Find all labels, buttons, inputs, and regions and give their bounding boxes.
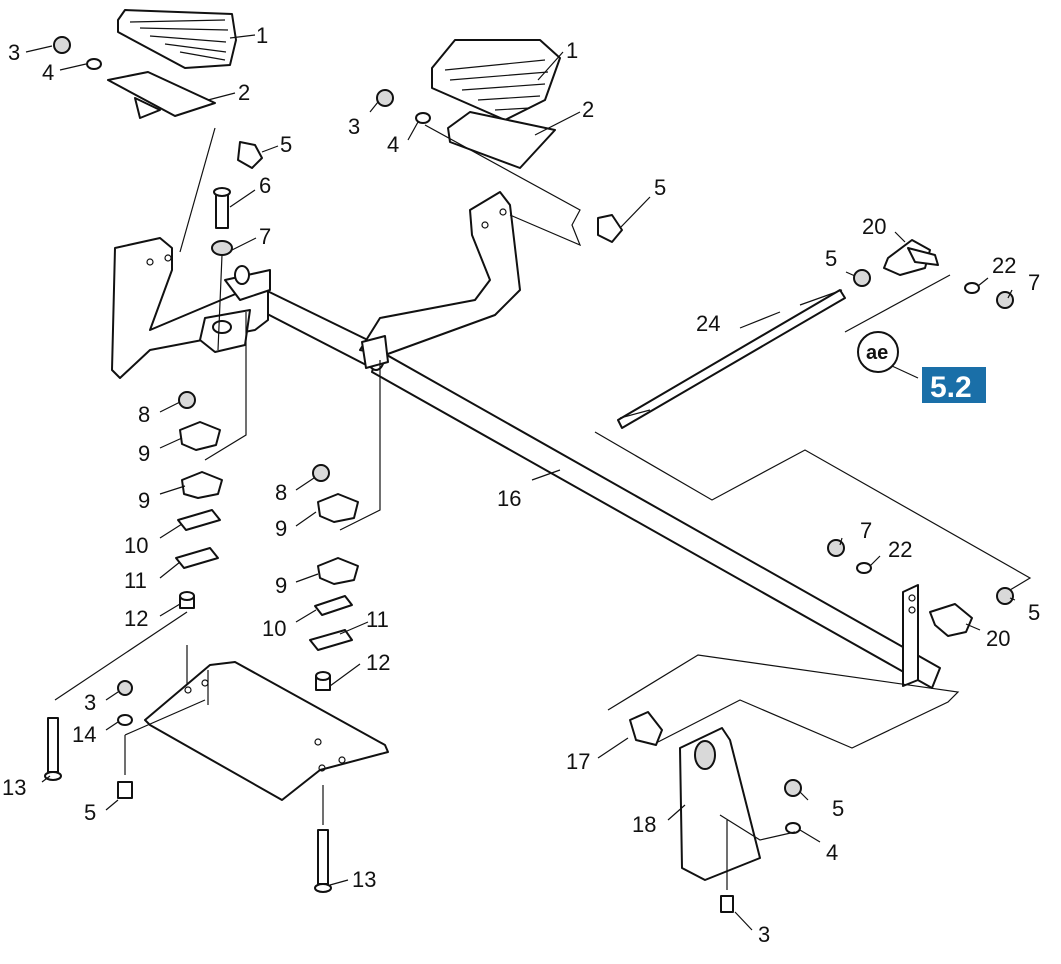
fasteners xyxy=(53,36,1014,605)
callout-label: 13 xyxy=(352,867,376,892)
callout-label: 20 xyxy=(986,626,1010,651)
callout-label: 5 xyxy=(654,175,666,200)
callout-label: 5 xyxy=(832,796,844,821)
reference-badge-label[interactable]: 5.2 xyxy=(930,371,972,404)
support-bracket xyxy=(629,711,802,913)
callout-label: 9 xyxy=(275,516,287,541)
callout-label: 17 xyxy=(566,749,590,774)
callout-label: 1 xyxy=(566,38,578,63)
floor-plate xyxy=(144,661,389,801)
callout-label: 7 xyxy=(259,224,271,249)
callout-label: 9 xyxy=(138,488,150,513)
callout-label: 24 xyxy=(696,311,720,336)
bolts xyxy=(44,680,332,893)
callout-label: 11 xyxy=(366,607,389,632)
callout-label: 9 xyxy=(275,573,287,598)
callout-label: 5 xyxy=(1028,600,1040,625)
callout-labels: 1 2 3 4 5 1 2 3 4 5 6 7 8 9 9 10 11 12 8… xyxy=(2,23,1040,947)
callout-label: 12 xyxy=(124,606,148,631)
middle-clamp-stack xyxy=(309,464,359,691)
leader-lines xyxy=(25,34,1016,931)
callout-label: 3 xyxy=(758,922,770,947)
callout-label: 10 xyxy=(262,616,286,641)
callout-label: 5 xyxy=(825,246,837,271)
left-clamp-stack xyxy=(175,391,223,609)
callout-label: 6 xyxy=(259,173,271,198)
callout-label: 22 xyxy=(888,537,912,562)
right-pedal-pad xyxy=(431,39,561,169)
tie-rod xyxy=(617,239,973,637)
main-shaft xyxy=(249,284,941,689)
reference-badge[interactable]: 5.2 xyxy=(922,367,986,404)
callout-label: 22 xyxy=(992,253,1016,278)
callout-label: 1 xyxy=(256,23,268,48)
callout-label: 13 xyxy=(2,775,26,800)
callout-label: 7 xyxy=(1028,270,1040,295)
callout-label: 5 xyxy=(84,800,96,825)
left-pedal-arm xyxy=(111,237,271,379)
ae-logo: ae xyxy=(857,331,919,379)
callout-label: 14 xyxy=(72,722,96,747)
reference-badge-background xyxy=(922,367,986,403)
callout-label: 11 xyxy=(124,568,147,593)
callout-label: 16 xyxy=(497,486,521,511)
assembly-lines xyxy=(54,124,1032,890)
callout-label: 10 xyxy=(124,533,148,558)
callout-label: 2 xyxy=(582,97,594,122)
callout-label: 9 xyxy=(138,441,150,466)
callout-label: 8 xyxy=(275,480,287,505)
callout-label: 4 xyxy=(42,60,54,85)
callout-label: 12 xyxy=(366,650,390,675)
callout-label: 4 xyxy=(387,132,399,157)
callout-label: 3 xyxy=(84,690,96,715)
left-pedal-pad xyxy=(107,9,237,119)
callout-label: 7 xyxy=(860,518,872,543)
callout-label: 2 xyxy=(238,80,250,105)
callout-label: 4 xyxy=(826,840,838,865)
callout-label: 3 xyxy=(8,40,20,65)
right-pedal-arm xyxy=(359,191,521,369)
callout-label: 18 xyxy=(632,812,656,837)
callout-label: 8 xyxy=(138,402,150,427)
shaft-end-bracket xyxy=(902,584,919,687)
callout-label: 3 xyxy=(348,114,360,139)
ae-logo-text: ae xyxy=(866,342,888,364)
callout-label: 5 xyxy=(280,132,292,157)
callout-label: 20 xyxy=(862,214,886,239)
